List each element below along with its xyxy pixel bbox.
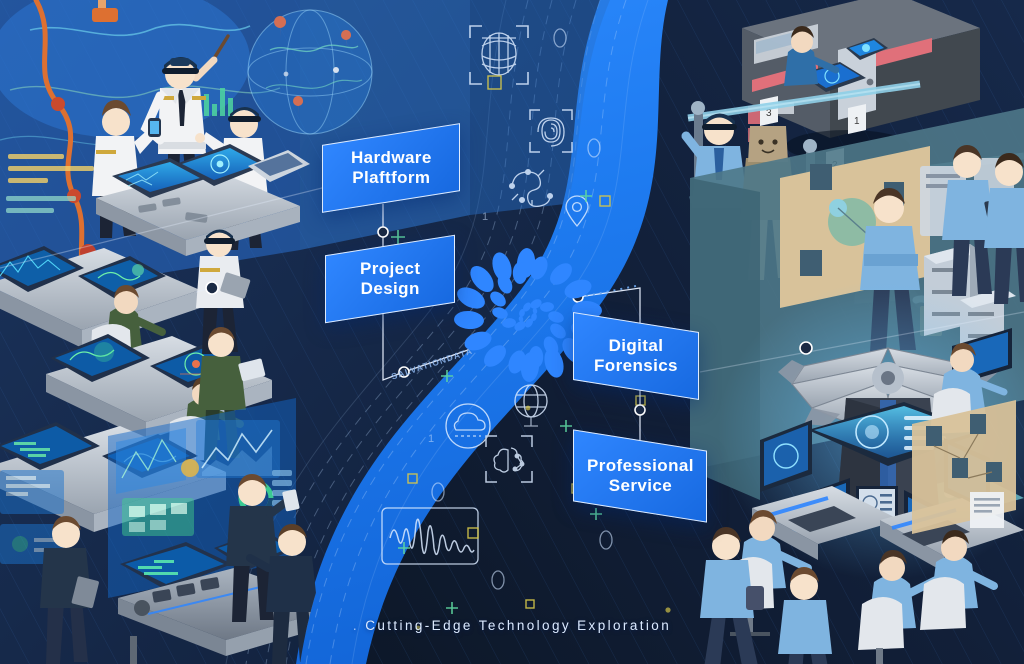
connector-lines [0, 185, 1024, 446]
circuit-chip-icon [508, 168, 554, 208]
svg-text:1: 1 [482, 211, 488, 223]
cloud-upload-icon [445, 403, 491, 449]
analyst-seated-mid [858, 550, 940, 664]
analyst-seated-left [728, 510, 812, 636]
face-scan-icon [469, 25, 529, 85]
svg-text:3: 3 [766, 108, 772, 119]
ai-brain-icon [485, 435, 533, 483]
scene-maritime-command-center [0, 0, 610, 303]
analyst-seated-right [920, 530, 998, 630]
node-label-project-design: Project Design [359, 258, 421, 298]
connector-nodes [205, 226, 813, 416]
officer-tablet-b [984, 153, 1024, 304]
location-pin-icon [565, 195, 589, 228]
svg-text:1: 1 [854, 116, 860, 127]
bottom-caption: . Cutting-Edge Technology Exploration [0, 618, 1024, 633]
node-label-digital-forensics: Digital Forensics [594, 335, 678, 375]
scene-data-analysis-wall [0, 398, 342, 664]
fingerprint-icon [529, 109, 573, 153]
floating-icon-layer [381, 25, 589, 565]
node-label-professional-service: Professional Service [586, 455, 694, 495]
svg-text:1: 1 [428, 433, 434, 445]
scene-command-tower [700, 280, 1024, 664]
analyst-with-folder [40, 516, 99, 664]
globe-network-icon [514, 384, 548, 427]
officer-walking-b [778, 567, 834, 664]
officer-walking-a [700, 527, 764, 664]
node-label-hardware-platform: Hardware Plaftform [350, 147, 432, 187]
caption-text: Cutting-Edge Technology Exploration [365, 618, 672, 633]
caption-bullet: . [352, 618, 360, 633]
